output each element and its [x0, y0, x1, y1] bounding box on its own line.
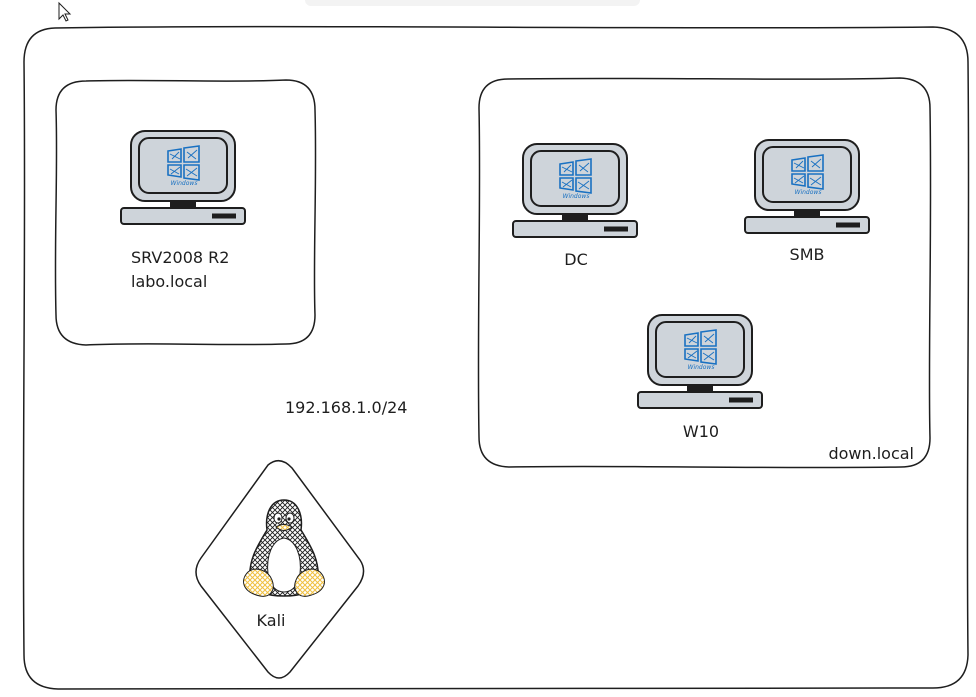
tux-penguin-icon	[243, 499, 325, 597]
kali-diamond	[195, 459, 365, 679]
dc-label: DC	[564, 250, 588, 269]
top-toolbar-shadow	[305, 0, 640, 6]
srv2008-computer-icon	[120, 130, 246, 225]
w10-label: W10	[683, 422, 719, 441]
labo-local-label: labo.local	[131, 272, 207, 291]
down-local-domain-box	[477, 77, 932, 469]
arrow-cursor-icon	[58, 1, 72, 22]
dc-computer-icon	[512, 143, 638, 238]
srv2008-label: SRV2008 R2	[131, 248, 229, 267]
smb-computer-icon	[744, 139, 870, 234]
w10-computer-icon	[637, 314, 763, 409]
subnet-label: 192.168.1.0/24	[285, 398, 407, 417]
labo-local-domain-box	[54, 79, 317, 346]
network-boundary	[22, 25, 970, 690]
kali-label: Kali	[257, 611, 286, 630]
smb-label: SMB	[790, 245, 825, 264]
down-local-label: down.local	[828, 444, 914, 463]
